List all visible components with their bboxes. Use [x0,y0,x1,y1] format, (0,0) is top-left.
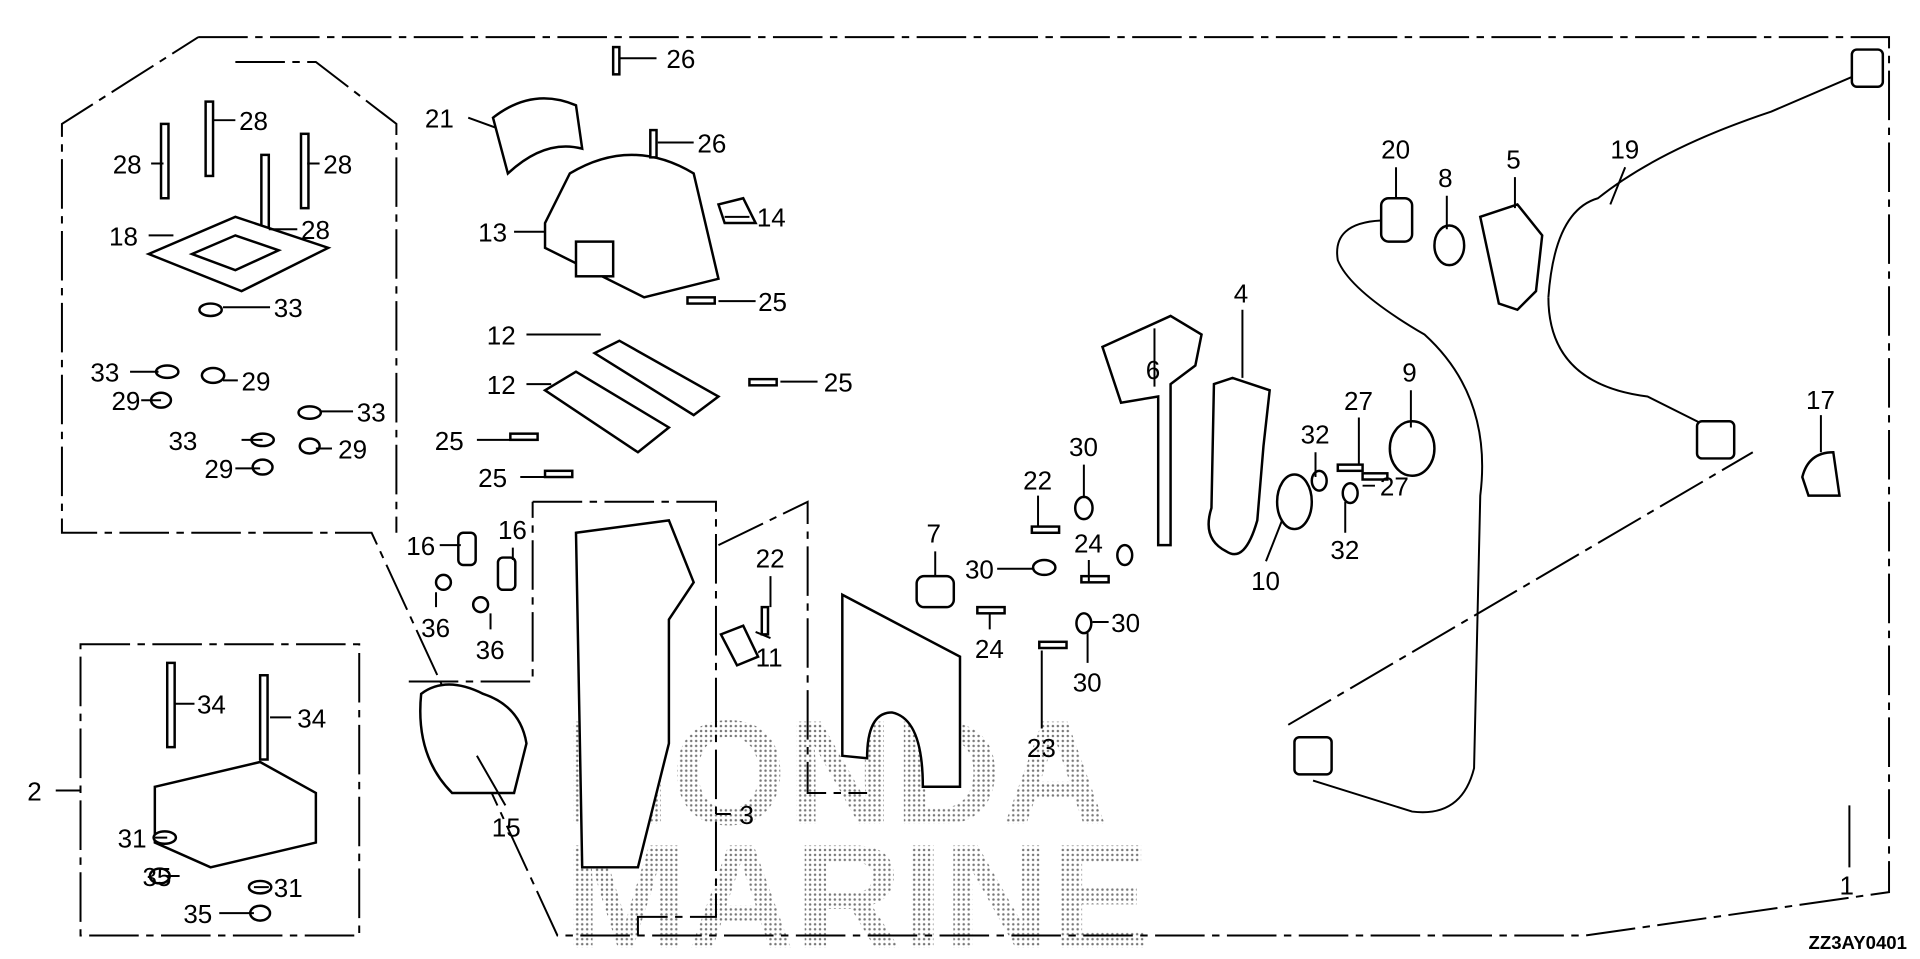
callout-9: 9 [1402,358,1416,388]
diagram-code: ZZ3AY0401 [1809,932,1907,953]
callout-12b: 12 [487,370,516,400]
callout-2: 2 [27,776,41,806]
callout-36b: 36 [476,635,505,665]
callout-30a: 30 [1069,432,1098,462]
svg-text:MARINE: MARINE [564,813,1150,959]
assembly-outline-1 [60,36,1891,937]
callout-28d: 28 [301,215,330,245]
callout-28a: 28 [239,106,268,136]
callout-32b: 32 [1330,535,1359,565]
callout-31b: 31 [274,873,303,903]
callout-33b: 33 [90,358,119,388]
callout-12a: 12 [487,320,516,350]
callout-29b: 29 [111,386,140,416]
gasket-outline [408,501,534,683]
harness-outline [1287,451,1754,726]
callout-32a: 32 [1301,420,1330,450]
callout-20: 20 [1381,135,1410,165]
watermark-logo: HONDA MARINE [564,689,1150,959]
callout-35a: 35 [142,862,171,892]
callout-6: 6 [1146,355,1160,385]
callout-34a: 34 [197,690,226,720]
callout-25a: 25 [758,287,787,317]
callout-8: 8 [1438,163,1452,193]
callout-13: 13 [478,218,507,248]
callout-22a: 22 [1023,465,1052,495]
callout-21: 21 [425,104,454,134]
callout-28b: 28 [113,149,142,179]
callout-31a: 31 [118,823,147,853]
callout-3: 3 [740,800,754,830]
leader-lines [55,57,1851,915]
callout-30b: 30 [965,555,994,585]
callout-14: 14 [757,203,786,233]
callouts: 1 2 3 4 5 6 7 8 9 10 11 12 12 13 14 15 1… [27,44,1854,929]
callout-33d: 33 [168,426,197,456]
callout-26b: 26 [697,128,726,158]
callout-24b: 24 [975,634,1004,664]
callout-30d: 30 [1073,667,1102,697]
callout-36a: 36 [421,613,450,643]
plate-outline [718,500,868,794]
callout-4: 4 [1234,278,1248,308]
callout-25c: 25 [435,426,464,456]
callout-24a: 24 [1074,529,1103,559]
callout-1: 1 [1839,871,1853,901]
callout-27b: 27 [1380,472,1409,502]
callout-25b: 25 [824,368,853,398]
callout-34b: 34 [297,703,326,733]
callout-16a: 16 [406,531,435,561]
callout-28c: 28 [323,149,352,179]
callout-33c: 33 [357,397,386,427]
assembly-outline-3 [532,500,717,936]
callout-18: 18 [109,221,138,251]
callout-30c: 30 [1111,608,1140,638]
callout-35b: 35 [183,899,212,929]
callout-29c: 29 [338,434,367,464]
callout-29d: 29 [204,454,233,484]
callout-26a: 26 [666,44,695,74]
assembly-outline-inner [235,60,398,533]
callout-5: 5 [1506,145,1520,175]
callout-22b: 22 [756,543,785,573]
callout-29a: 29 [242,366,271,396]
callout-16b: 16 [498,515,527,545]
callout-7: 7 [927,519,941,549]
callout-10: 10 [1251,566,1280,596]
callout-15: 15 [492,812,521,842]
parts [145,45,1885,922]
callout-25d: 25 [478,463,507,493]
callout-33a: 33 [274,293,303,323]
callout-17: 17 [1806,385,1835,415]
callout-11: 11 [756,643,783,673]
callout-27a: 27 [1344,386,1373,416]
callout-19: 19 [1610,135,1639,165]
callout-23: 23 [1027,733,1056,763]
